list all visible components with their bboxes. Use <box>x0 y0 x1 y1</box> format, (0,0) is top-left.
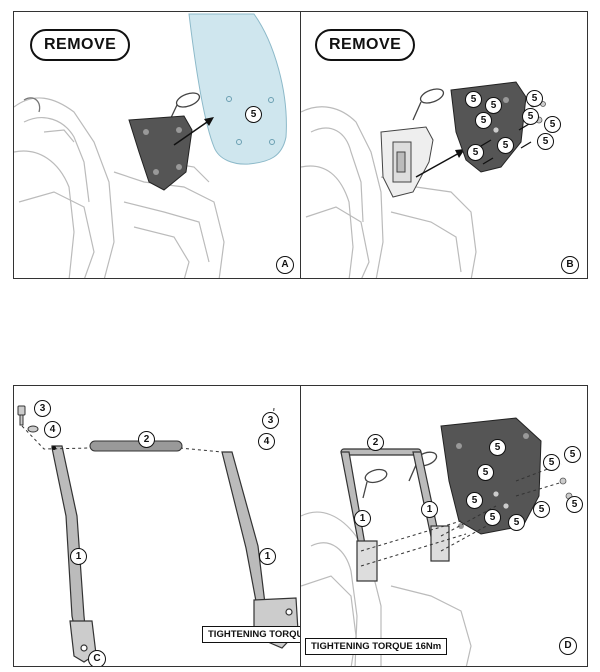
remove-label: REMOVE <box>30 29 131 61</box>
panel-letter: A <box>276 256 294 274</box>
panel-d-illustration <box>301 417 573 666</box>
callout-5: 5 <box>566 496 583 513</box>
callout-5: 5 <box>537 133 554 150</box>
callout-5: 5 <box>564 446 581 463</box>
remove-label: REMOVE <box>315 29 416 61</box>
callout-5: 5 <box>466 492 483 509</box>
callout-5: 5 <box>544 116 561 133</box>
callout-5: 5 <box>484 509 501 526</box>
callout-4: 4 <box>258 433 275 450</box>
callout-2: 2 <box>138 431 155 448</box>
panel-letter: B <box>561 256 579 274</box>
panel-letter: D <box>559 637 577 655</box>
callout-3: 3 <box>262 412 279 429</box>
torque-label: TIGHTENING TORQUE 16Nm <box>305 638 448 655</box>
callout-5: 5 <box>485 97 502 114</box>
callout-1: 1 <box>70 548 87 565</box>
callout-1: 1 <box>421 501 438 518</box>
callout-1: 1 <box>354 510 371 527</box>
callout-5: 5 <box>526 90 543 107</box>
callout-5: 5 <box>475 112 492 129</box>
callout-5: 5 <box>533 501 550 518</box>
callout-5: 5 <box>489 439 506 456</box>
panel-letter: C <box>88 650 106 666</box>
callout-5: 5 <box>543 454 560 471</box>
panel-d: 2 1 1 5 5 5 5 5 5 5 5 5 TIGHTENING TORQU… <box>300 385 588 667</box>
callout-5: 5 <box>245 106 262 123</box>
callout-5: 5 <box>522 108 539 125</box>
callout-2: 2 <box>367 434 384 451</box>
panel-b: REMOVE 5 5 5 5 5 5 5 5 5 B <box>300 11 588 279</box>
panel-a: REMOVE 5 A <box>13 11 301 279</box>
torque-label: TIGHTENING TORQUE <box>202 626 300 643</box>
callout-4: 4 <box>44 421 61 438</box>
callout-5: 5 <box>465 91 482 108</box>
callout-5: 5 <box>497 137 514 154</box>
panel-a-illustration <box>14 13 287 278</box>
callout-1: 1 <box>259 548 276 565</box>
callout-5: 5 <box>467 144 484 161</box>
callout-3: 3 <box>34 400 51 417</box>
panel-c: 3 4 2 1 1 3 4 TIGHTENING TORQUE C <box>13 385 301 667</box>
callout-5: 5 <box>508 514 525 531</box>
callout-5: 5 <box>477 464 494 481</box>
